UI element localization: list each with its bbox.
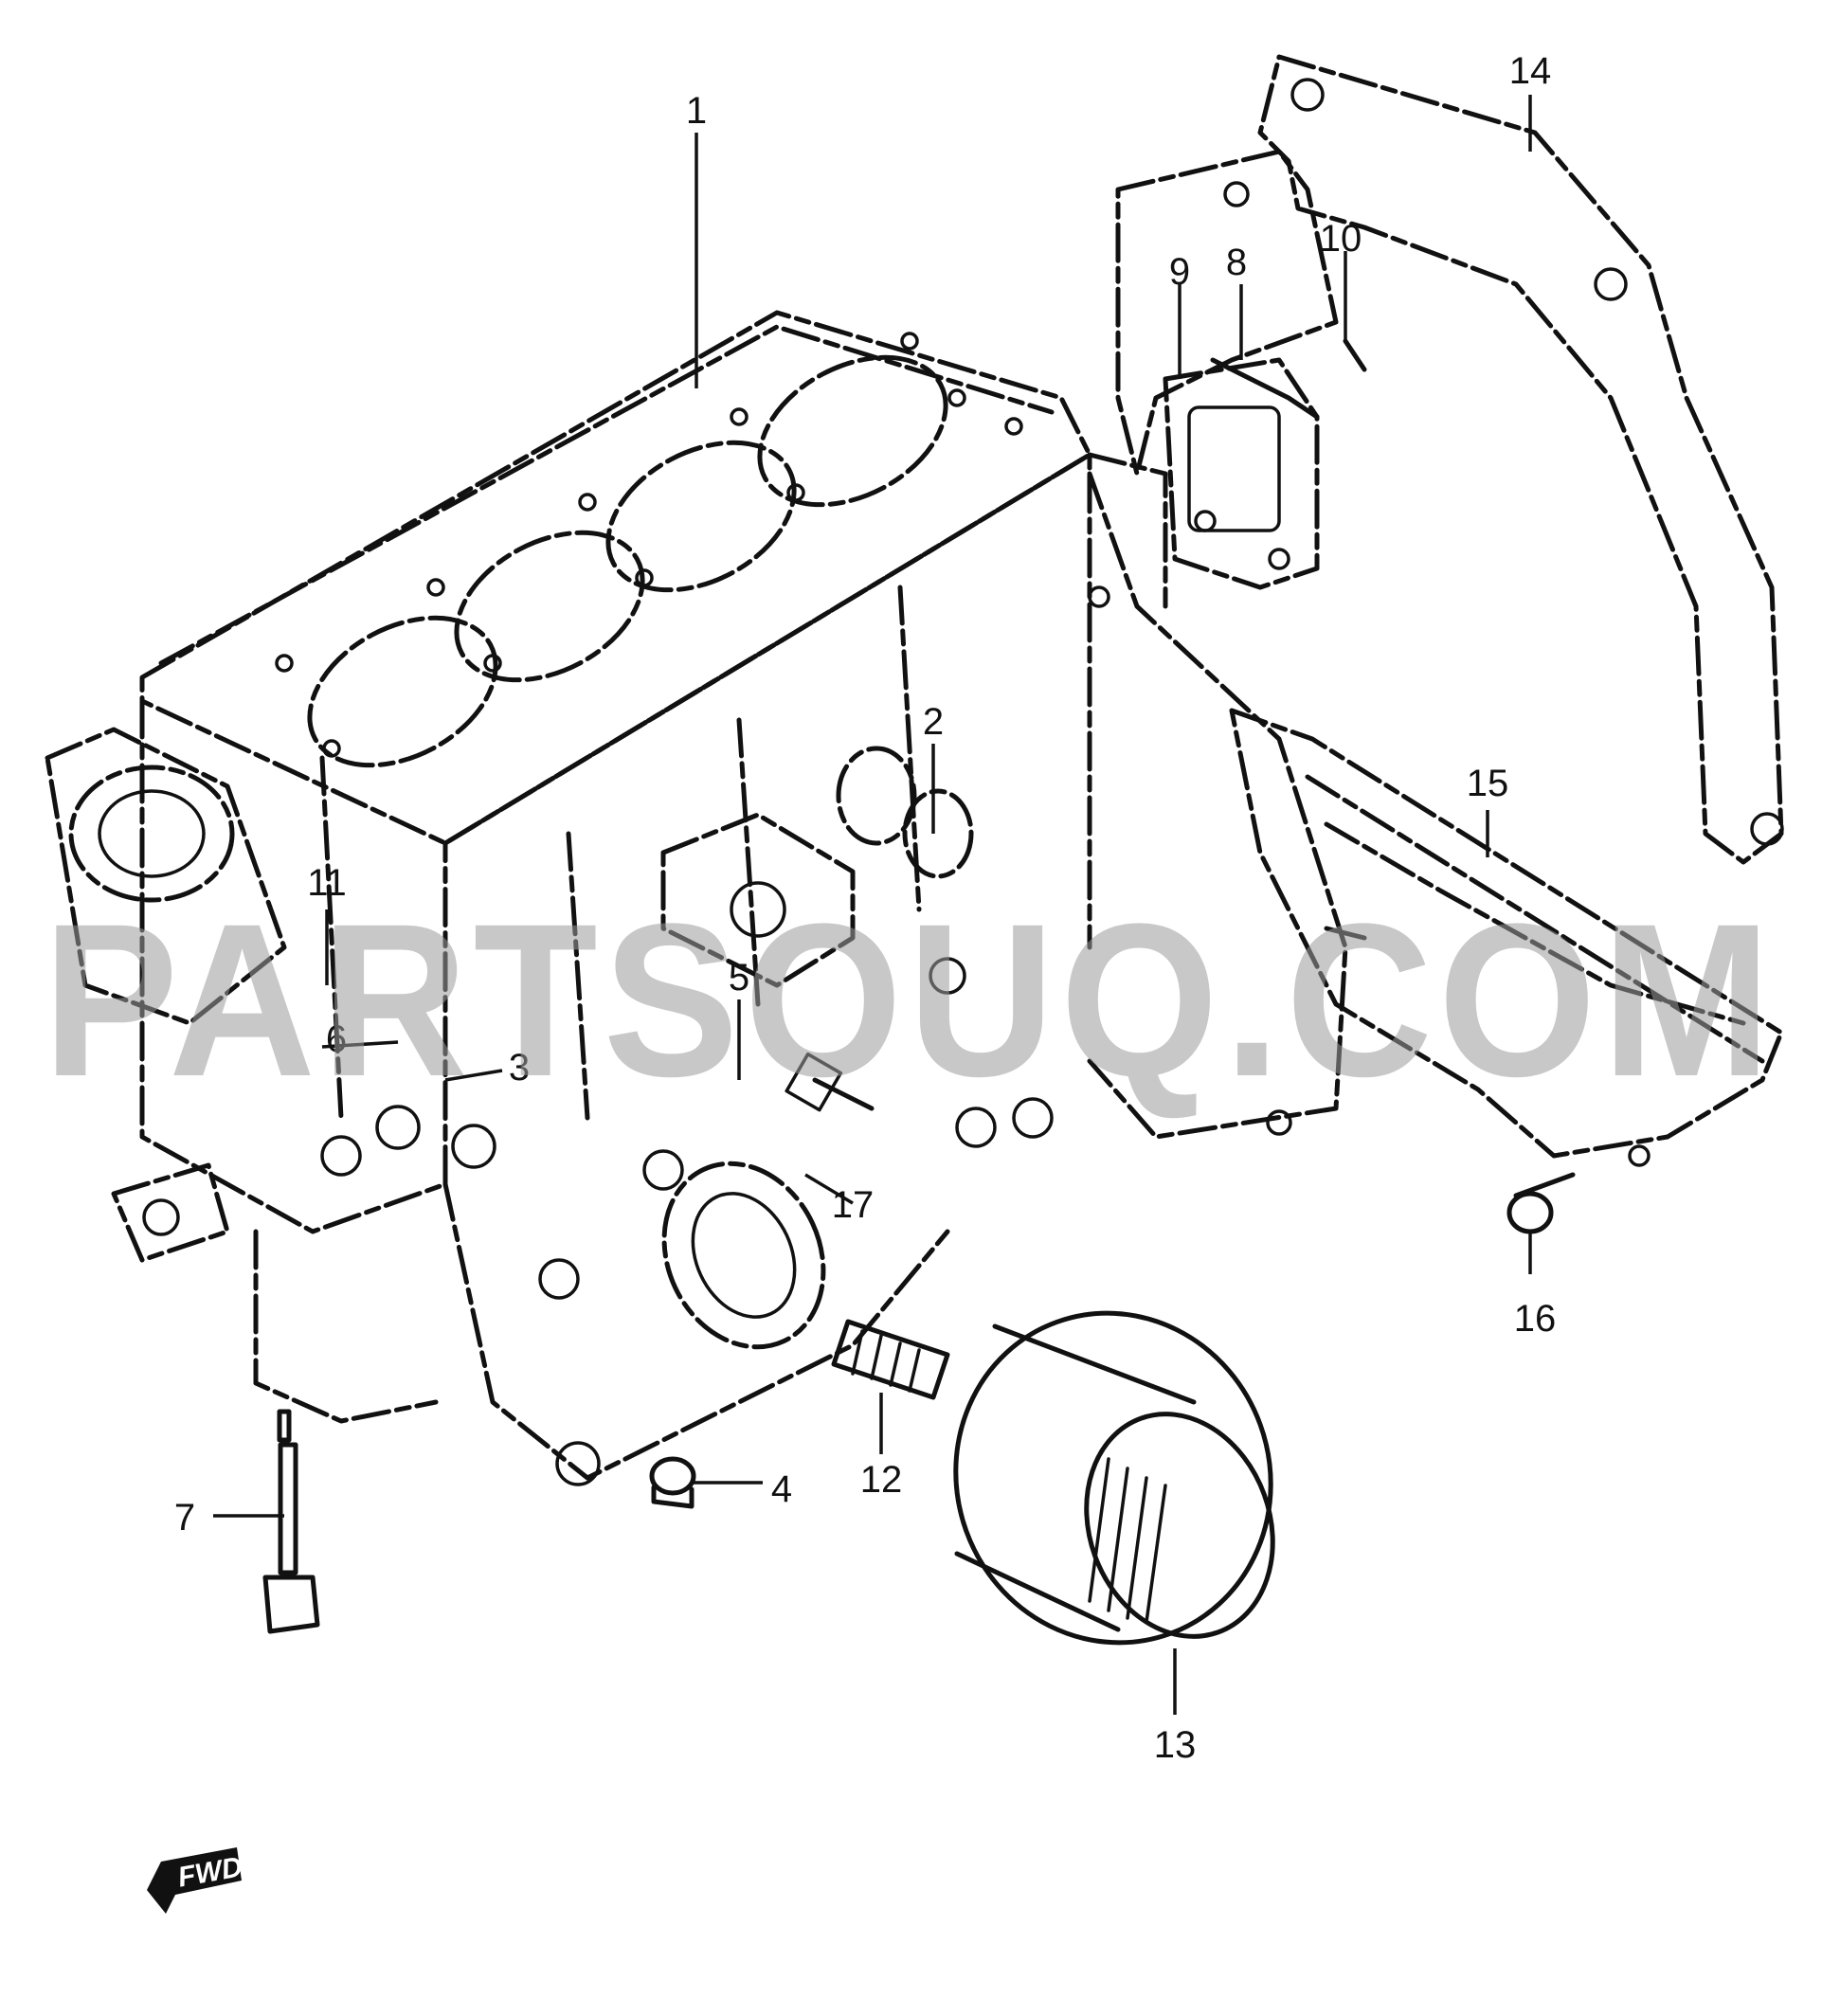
callout-7: 7: [174, 1497, 195, 1539]
callout-12: 12: [860, 1459, 903, 1501]
callout-16: 16: [1514, 1298, 1557, 1340]
callout-10: 10: [1320, 218, 1362, 260]
leader-lines: [213, 95, 1532, 1715]
union-fitting-part-12: [831, 1319, 950, 1400]
callout-8: 8: [1226, 242, 1247, 283]
callout-labels: 1 2 3 4 5 6 7 8 9 10 11 12 13 14 15 16 1…: [174, 50, 1556, 1766]
callout-14: 14: [1509, 50, 1552, 92]
callout-15: 15: [1467, 763, 1509, 804]
callout-5: 5: [729, 957, 749, 999]
bolt-part-7: [262, 1409, 320, 1634]
callout-4: 4: [771, 1468, 792, 1510]
plug-part-4: [649, 1456, 696, 1509]
rear-gasket-part-14: [1115, 54, 1784, 865]
callout-13: 13: [1154, 1724, 1197, 1766]
callout-9: 9: [1169, 251, 1190, 293]
rear-cover-parts-8-9-10: [1163, 338, 1367, 590]
callout-1: 1: [686, 90, 707, 132]
cylinder-block: [45, 310, 1348, 1486]
callout-11: 11: [307, 862, 347, 904]
watermark: PARTSOUQ.COM: [43, 878, 1777, 1122]
callout-17: 17: [832, 1184, 875, 1226]
oil-pan-baffle-part-15: [1229, 708, 1784, 1167]
oil-filter-part-13: [953, 1310, 1275, 1646]
fwd-direction-badge: FWD: [147, 1847, 244, 1914]
drain-plug-part-16: [1506, 1172, 1576, 1234]
callout-3: 3: [509, 1047, 530, 1089]
callout-6: 6: [326, 1018, 347, 1060]
callout-2: 2: [923, 701, 944, 743]
